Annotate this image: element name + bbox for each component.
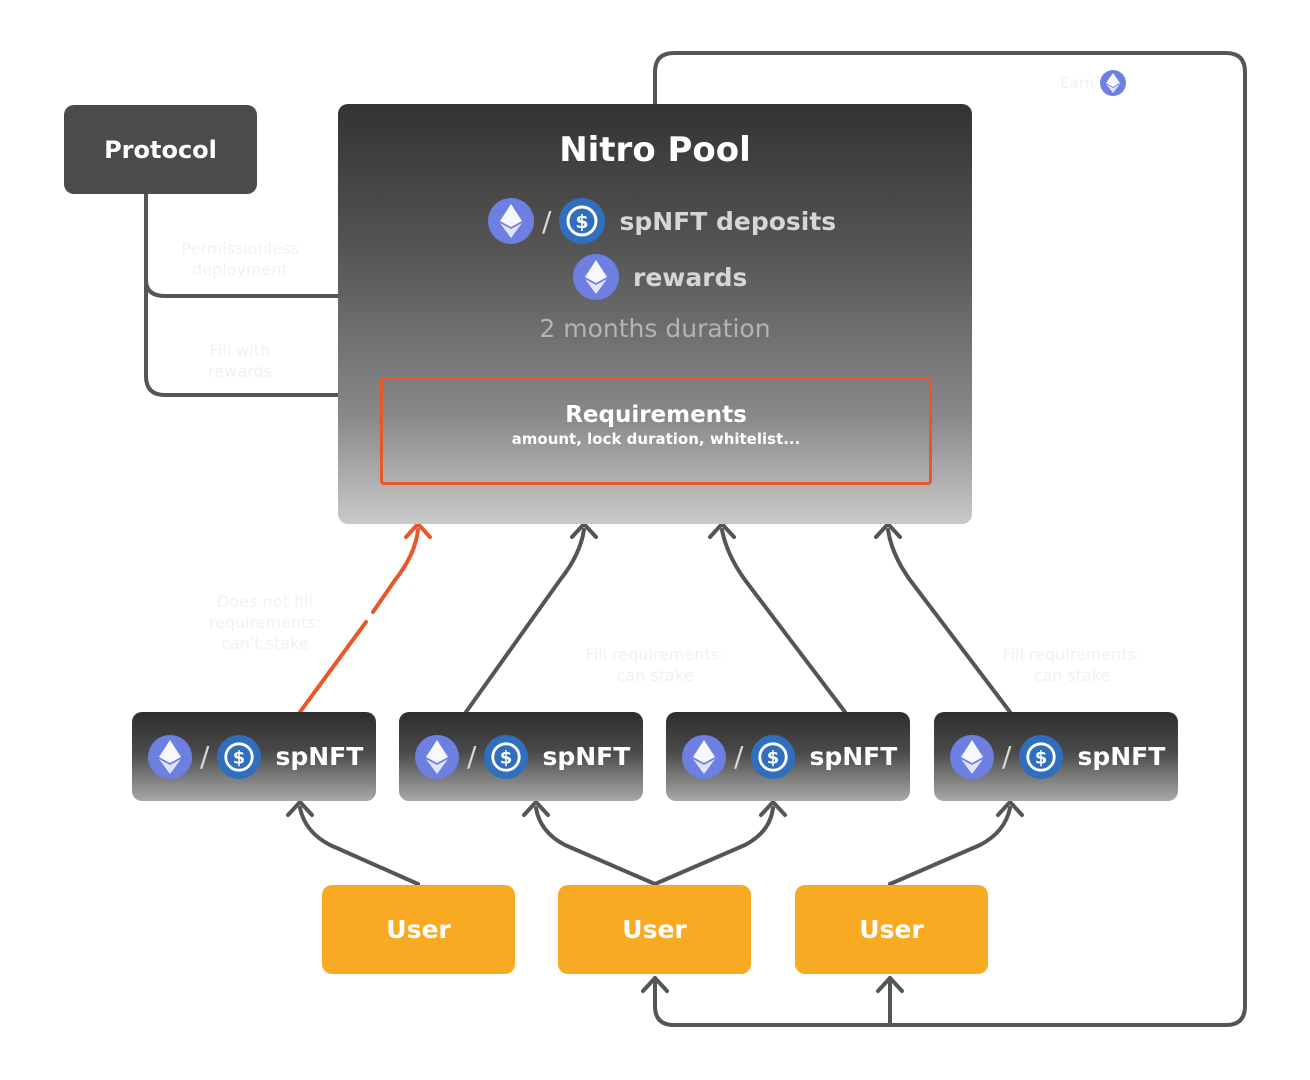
earn-text: Earn: [1060, 74, 1095, 92]
earn-loop: [653, 51, 1247, 1027]
svg-text:$: $: [767, 747, 779, 768]
user-label: User: [622, 915, 687, 944]
svg-text:$: $: [1035, 747, 1047, 768]
usdc-icon: $: [751, 734, 796, 779]
protocol-box: Protocol: [64, 105, 257, 194]
protocol-connector: [144, 192, 340, 397]
spnft-label: spNFT: [809, 742, 898, 771]
usdc-icon: $: [1019, 734, 1064, 779]
user-label: User: [859, 915, 924, 944]
spnft-box: / $ spNFT: [132, 712, 376, 801]
svg-text:$: $: [500, 747, 512, 768]
ethereum-icon: [415, 734, 459, 779]
ethereum-icon: [950, 734, 994, 779]
requirements-title: Requirements: [565, 402, 747, 428]
requirements-subtitle: amount, lock duration, whitelist...: [511, 430, 801, 448]
rewards-row: rewards: [573, 254, 747, 300]
pair-separator: /: [734, 740, 744, 773]
ethereum-icon: [1100, 70, 1127, 96]
requirements-box: Requirements amount, lock duration, whit…: [380, 377, 932, 485]
deposits-label: spNFT deposits: [619, 206, 837, 236]
edge-label-fill-rewards: Fill with rewards: [208, 341, 272, 381]
pair-separator: /: [467, 740, 477, 773]
pair-separator: /: [542, 204, 552, 238]
user-label: User: [386, 915, 451, 944]
user-box: User: [322, 885, 515, 974]
pool-title: Nitro Pool: [559, 130, 751, 170]
ethereum-icon: [573, 254, 619, 300]
deposits-row: / $ spNFT deposits: [488, 198, 836, 244]
ethereum-icon: [682, 734, 726, 779]
edge-label-not-fill: Does not fill requirements: can't stake: [208, 592, 322, 653]
pair-separator: /: [1002, 740, 1012, 773]
rewards-label: rewards: [633, 262, 748, 292]
edge-label-fill-ok: Fill requirements: can stake: [1002, 645, 1142, 685]
spnft-box: / $ spNFT: [666, 712, 910, 801]
edge-label-fill-ok: Fill requirements: can stake: [585, 645, 725, 685]
svg-text:$: $: [576, 211, 589, 233]
protocol-label: Protocol: [104, 135, 217, 164]
ethereum-icon: [488, 198, 534, 244]
usdc-icon: $: [217, 734, 262, 779]
nitro-pool-box: Nitro Pool / $ spNFT deposits rewards 2 …: [338, 104, 972, 524]
edge-label-permissionless: Permissionless deployment: [181, 239, 299, 279]
ethereum-icon: [148, 734, 192, 779]
spnft-box: / $ spNFT: [934, 712, 1178, 801]
rejected-connector: [298, 620, 368, 714]
usdc-icon: $: [484, 734, 529, 779]
user-box: User: [795, 885, 988, 974]
spnft-box: / $ spNFT: [399, 712, 643, 801]
svg-text:$: $: [233, 747, 245, 768]
user-box: User: [558, 885, 751, 974]
usdc-icon: $: [559, 198, 606, 244]
spnft-label: spNFT: [1077, 742, 1166, 771]
pair-separator: /: [200, 740, 210, 773]
earn-label: Earn: [1060, 70, 1127, 96]
duration-label: 2 months duration: [539, 314, 771, 343]
spnft-label: spNFT: [542, 742, 631, 771]
spnft-label: spNFT: [275, 742, 364, 771]
